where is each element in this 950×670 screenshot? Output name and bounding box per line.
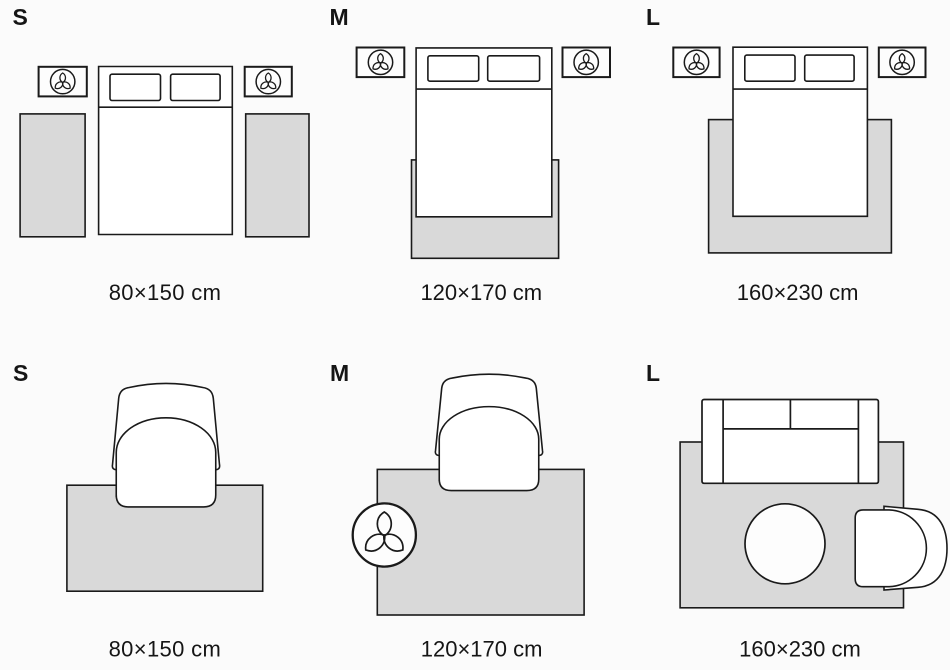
svg-text:L: L xyxy=(646,4,660,30)
svg-text:160×230 cm: 160×230 cm xyxy=(739,637,861,662)
svg-text:S: S xyxy=(13,360,28,386)
svg-text:M: M xyxy=(330,4,349,30)
svg-text:80×150 cm: 80×150 cm xyxy=(109,637,222,662)
svg-text:S: S xyxy=(13,4,28,30)
svg-text:120×170 cm: 120×170 cm xyxy=(420,280,542,305)
svg-text:L: L xyxy=(646,360,660,386)
svg-text:M: M xyxy=(330,360,349,386)
svg-text:80×150 cm: 80×150 cm xyxy=(109,280,222,305)
svg-text:120×170 cm: 120×170 cm xyxy=(421,637,543,662)
svg-text:160×230 cm: 160×230 cm xyxy=(737,280,859,305)
